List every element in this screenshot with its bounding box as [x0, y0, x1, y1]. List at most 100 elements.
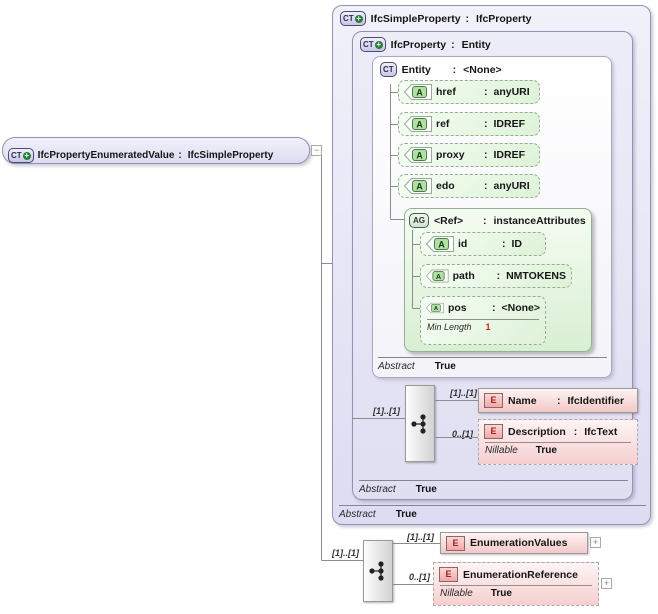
nillable-label: Nillable	[440, 588, 473, 599]
ifcproperty-abstract-row: Abstract True	[359, 480, 628, 495]
nillable-value: True	[490, 588, 512, 599]
abstract-value: True	[395, 509, 417, 520]
separator: :	[484, 118, 488, 130]
separator: :	[484, 180, 488, 192]
plus-icon: +	[22, 150, 31, 160]
expand-toggle-enumerationreference[interactable]: +	[601, 578, 612, 589]
minlength-label: Min Length	[427, 322, 472, 332]
attribute-name: path	[452, 270, 475, 282]
element-type: IfcIdentifier	[567, 394, 625, 407]
enumerationreference-row: E EnumerationReference	[434, 563, 598, 582]
cardinality-root-sequence: [1]..[1]	[332, 548, 359, 558]
attribute-proxy[interactable]: A proxy : IDREF	[398, 143, 540, 167]
separator: :	[452, 63, 457, 76]
attribute-ref[interactable]: A ref : IDREF	[398, 112, 540, 136]
svg-text:A: A	[416, 88, 423, 98]
attribute-icon: A	[404, 116, 432, 132]
collapse-toggle[interactable]: −	[311, 145, 322, 156]
plus-icon: +	[374, 39, 383, 49]
type-name: IfcProperty	[390, 38, 447, 51]
attribute-icon: A	[404, 147, 432, 163]
complex-type-box-ifcpropertyenumeratedvalue[interactable]: CT+ IfcPropertyEnumeratedValue : IfcSimp…	[2, 137, 310, 164]
ifcsimpleproperty-abstract-row: Abstract True	[339, 505, 646, 520]
svg-text:A: A	[436, 272, 442, 281]
attribute-name: edo	[436, 180, 455, 192]
attribute-name: ref	[436, 118, 450, 130]
cardinality-enumerationvalues: [1]..[1]	[407, 532, 434, 542]
separator: :	[484, 86, 488, 98]
attribute-type: anyURI	[493, 180, 530, 192]
base-type: <None>	[463, 63, 502, 76]
abstract-value: True	[415, 484, 437, 495]
sequence-connector-root[interactable]	[363, 540, 393, 602]
enumerationreference-nillable-row: Nillable True	[440, 585, 592, 599]
element-icon: E	[439, 567, 458, 582]
attribute-id[interactable]: A id : ID	[420, 232, 546, 256]
abstract-label: Abstract	[339, 509, 376, 520]
attribute-pos[interactable]: A pos : <None> Min Length 1	[420, 296, 546, 345]
element-icon: E	[484, 424, 503, 439]
pos-row: A pos : <None>	[421, 297, 545, 316]
base-type: IfcProperty	[476, 12, 532, 25]
ifcproperty-header: CT+ IfcProperty : Entity	[353, 32, 632, 57]
cardinality-name: [1]..[1]	[450, 388, 477, 398]
root-header: CT+ IfcPropertyEnumeratedValue : IfcSimp…	[3, 138, 309, 173]
complex-type-icon: CT	[380, 62, 397, 77]
group-type: instanceAttributes	[493, 214, 586, 227]
attribute-icon: A	[426, 302, 444, 314]
attribute-icon: A	[426, 236, 454, 252]
element-name-label: Description	[508, 425, 566, 438]
entity-header: CT Entity : <None>	[373, 57, 611, 82]
attribute-href[interactable]: A href : anyURI	[398, 80, 540, 104]
attribute-icon: A	[404, 84, 432, 100]
separator: :	[484, 149, 488, 161]
element-name-label: EnumerationValues	[470, 537, 568, 549]
attribute-name: pos	[447, 302, 467, 314]
abstract-value: True	[434, 361, 456, 372]
separator: :	[557, 394, 561, 407]
separator: :	[502, 238, 506, 250]
attribute-edo[interactable]: A edo : anyURI	[398, 174, 540, 198]
ref-group-header: AG <Ref> : instanceAttributes	[405, 209, 591, 232]
attribute-name: href	[436, 86, 456, 98]
element-enumerationvalues[interactable]: E EnumerationValues	[440, 532, 588, 554]
ifcsimpleproperty-header: CT+ IfcSimpleProperty : IfcProperty	[333, 6, 650, 31]
attribute-type: IDREF	[493, 149, 526, 161]
element-name[interactable]: E Name : IfcIdentifier	[478, 388, 638, 413]
expand-toggle-enumerationvalues[interactable]: +	[590, 537, 601, 548]
attribute-type: IDREF	[493, 118, 526, 130]
attribute-type: anyURI	[493, 86, 530, 98]
attribute-group-icon: AG	[409, 213, 429, 228]
element-description[interactable]: E Description : IfcText Nillable True	[478, 419, 638, 465]
nillable-value: True	[535, 445, 557, 456]
element-icon: E	[446, 535, 465, 551]
element-type: IfcText	[584, 425, 618, 438]
separator: :	[451, 38, 455, 51]
type-name: Entity	[401, 63, 431, 76]
sequence-connector-inner[interactable]	[405, 385, 435, 462]
attribute-name: proxy	[436, 149, 465, 161]
cardinality-description: 0..[1]	[452, 429, 474, 439]
separator: :	[491, 302, 496, 314]
base-type: IfcSimpleProperty	[187, 150, 274, 161]
abstract-label: Abstract	[359, 484, 396, 495]
complex-type-extension-icon: CT+	[8, 148, 34, 163]
entity-abstract-row: Abstract True	[378, 357, 607, 372]
sequence-icon	[369, 561, 384, 581]
group-name: <Ref>	[434, 214, 464, 227]
pos-minlength-row: Min Length 1	[427, 319, 539, 332]
element-icon: E	[484, 393, 503, 408]
sequence-icon	[411, 413, 426, 434]
separator: :	[178, 150, 182, 161]
attribute-type: NMTOKENS	[506, 270, 566, 282]
attribute-name: id	[458, 238, 468, 250]
description-nillable-row: Nillable True	[485, 442, 631, 456]
element-name-label: EnumerationReference	[463, 568, 578, 581]
attribute-path[interactable]: A path : NMTOKENS	[420, 264, 572, 288]
plus-icon: +	[354, 13, 363, 23]
attribute-type: ID	[511, 238, 523, 250]
attribute-icon: A	[426, 269, 449, 283]
base-type: Entity	[461, 38, 491, 51]
element-enumerationreference[interactable]: E EnumerationReference Nillable True	[433, 562, 599, 606]
